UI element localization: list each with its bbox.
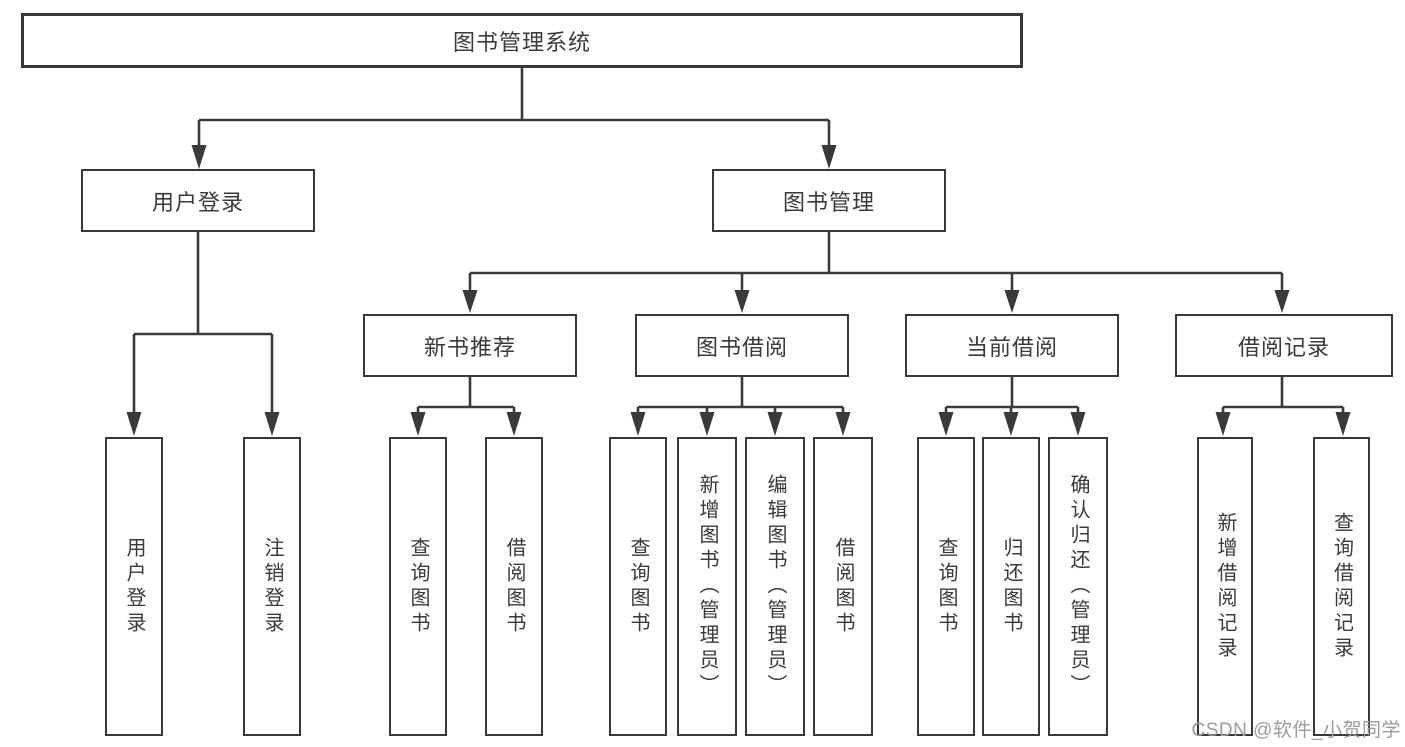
node-label: 查询图书 [407,536,429,637]
leaf-current-query-books: 查询图书 [917,437,975,736]
node-user-login-branch: 用户登录 [81,169,315,232]
node-library-system: 图书管理系统 [21,13,1023,68]
node-label: 新增借阅记录 [1214,511,1236,662]
leaf-confirm-return-admin: 确认归还（管理员） [1048,437,1108,736]
node-label: 新书推荐 [423,334,516,360]
node-label: 查询借阅记录 [1330,511,1353,662]
leaf-borrow-query-books: 查询图书 [609,437,667,736]
node-borrow-records: 借阅记录 [1175,314,1393,377]
node-book-borrow: 图书借阅 [635,314,849,377]
leaf-logout: 注销登录 [243,437,301,736]
node-label: 确认归还（管理员） [1067,474,1089,699]
node-label: 新增图书（管理员） [696,474,718,699]
leaf-recommend-query-books: 查询图书 [389,437,447,736]
node-label: 借阅图书 [503,536,525,637]
leaf-recommend-borrow-books: 借阅图书 [485,437,543,736]
node-label: 图书借阅 [695,334,788,360]
node-label: 用户登录 [151,189,244,215]
leaf-return-books: 归还图书 [982,437,1040,736]
node-label: 编辑图书（管理员） [764,474,786,699]
leaf-borrow-books: 借阅图书 [813,437,873,736]
node-label: 图书管理 [782,189,875,215]
leaf-add-borrow-record: 新增借阅记录 [1197,437,1253,736]
node-new-book-recommend: 新书推荐 [363,314,577,377]
node-label: 借阅记录 [1237,334,1330,360]
node-label: 借阅图书 [832,536,854,637]
node-label: 查询图书 [627,536,649,637]
node-label: 归还图书 [1000,536,1022,637]
node-label: 当前借阅 [965,334,1058,360]
leaf-query-borrow-record: 查询借阅记录 [1313,437,1370,736]
leaf-edit-books-admin: 编辑图书（管理员） [745,437,805,736]
node-label: 用户登录 [123,536,145,637]
node-book-management: 图书管理 [712,169,946,232]
csdn-watermark: CSDN @软件_小贺同学 [1191,720,1401,741]
node-label: 图书管理系统 [452,29,591,55]
leaf-add-books-admin: 新增图书（管理员） [677,437,737,736]
node-label: 注销登录 [261,536,283,637]
node-current-borrow: 当前借阅 [905,314,1119,377]
leaf-user-login: 用户登录 [105,437,163,736]
node-label: 查询图书 [935,536,957,637]
